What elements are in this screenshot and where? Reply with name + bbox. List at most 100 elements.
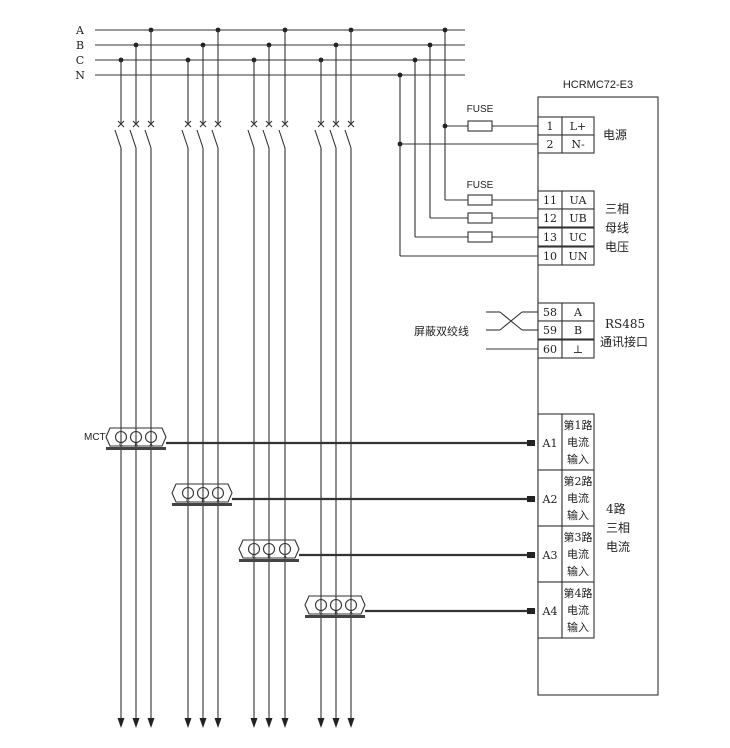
rs485-desc-2: 通讯接口 (600, 334, 648, 349)
ct-body (238, 539, 300, 559)
bus-label-b: B (76, 39, 84, 52)
terminal-num-12: 12 (543, 212, 557, 225)
rs485-wiring (486, 311, 538, 350)
ct-phase-letter: A (148, 442, 153, 448)
bus-lines (95, 29, 465, 76)
voltage-desc-1: 三相 (605, 202, 629, 216)
terminal-label-b: B (574, 324, 582, 337)
breaker-x (214, 120, 222, 128)
terminal-num-11: 11 (543, 194, 557, 207)
ct-phase-letter: C (319, 610, 323, 616)
channel-a1-desc-1: 第1路 (564, 418, 593, 432)
load-arrow (132, 718, 140, 728)
load-arrow (199, 718, 207, 728)
ct-phase-letter: B (334, 610, 338, 616)
load-arrow (265, 718, 273, 728)
ct-phase-letter: A (282, 554, 287, 560)
current-group-desc-1: 4路 (606, 501, 626, 516)
breaker-x (250, 120, 258, 128)
fuse-label-power: FUSE (467, 104, 494, 115)
breaker-blade (211, 129, 219, 149)
fuse-power (467, 120, 493, 132)
load-arrow (317, 718, 325, 728)
terminal-label-l: L+ (570, 120, 587, 133)
terminal-num-1: 1 (547, 120, 554, 133)
ct-connector (527, 608, 535, 614)
terminal-label-uc: UC (569, 231, 587, 244)
breaker-x (147, 120, 155, 128)
ct-phase-letter: A (348, 610, 353, 616)
device-model: HCRMC72-E3 (563, 79, 633, 91)
breaker-blade (181, 129, 189, 149)
power-desc: 电源 (603, 128, 627, 142)
channel-a1-id: A1 (542, 437, 558, 450)
load-arrow (250, 718, 258, 728)
channel-a4-desc-3: 输入 (567, 620, 589, 634)
voltage-desc-2: 母线 (605, 221, 629, 235)
channel-a2-id: A2 (542, 493, 558, 506)
breaker-x (332, 120, 340, 128)
breaker-blade (262, 129, 270, 149)
breaker-blade (314, 129, 322, 149)
ct-body (171, 483, 233, 503)
terminal-num-2: 2 (547, 138, 554, 151)
breaker-x (281, 120, 289, 128)
channel-a3-id: A3 (542, 549, 558, 562)
ct-phase-letter: B (201, 498, 205, 504)
terminal-label-n: N- (571, 138, 585, 151)
terminal-label-ub: UB (569, 212, 586, 225)
terminal-label-ua: UA (570, 194, 588, 207)
breaker-blade (114, 129, 122, 149)
breaker-blade (278, 129, 286, 149)
load-arrow (281, 718, 289, 728)
rs485-desc-1: RS485 (605, 317, 645, 331)
terminal-label-a: A (573, 306, 583, 319)
fuse-ub (467, 212, 493, 224)
breaker-x (199, 120, 207, 128)
channel-a3-desc-1: 第3路 (564, 530, 593, 544)
terminal-num-59: 59 (543, 324, 557, 337)
ct-base (305, 615, 365, 618)
breaker-x (265, 120, 273, 128)
fuse-ua (467, 194, 493, 206)
breaker-x (132, 120, 140, 128)
load-arrow (147, 718, 155, 728)
ct-phase-letter: B (134, 442, 138, 448)
breaker-blade (196, 129, 204, 149)
terminal-num-10: 10 (543, 250, 557, 263)
bus-label-c: C (76, 54, 84, 67)
ct-body (105, 427, 167, 447)
terminal-num-58: 58 (543, 306, 557, 319)
channel-a3-desc-3: 输入 (567, 564, 589, 578)
ct-phase-letter: B (267, 554, 271, 560)
ct-connector (527, 440, 535, 446)
channel-a2-desc-2: 电流 (567, 491, 589, 505)
ct-base (239, 559, 299, 562)
fuse-uc (467, 231, 493, 243)
breaker-blade (144, 129, 152, 149)
load-arrow (347, 718, 355, 728)
breaker-x (184, 120, 192, 128)
ct-phase-letter: A (215, 498, 220, 504)
load-arrow (332, 718, 340, 728)
load-arrow (184, 718, 192, 728)
ct-connector (527, 496, 535, 502)
breaker-x (317, 120, 325, 128)
channel-a3-desc-2: 电流 (567, 547, 589, 561)
ct-phase-letter: C (186, 498, 190, 504)
terminal-num-13: 13 (543, 231, 557, 244)
ct-body (304, 595, 366, 615)
current-terminal-blocks (537, 413, 595, 639)
channel-a2-desc-1: 第2路 (564, 474, 593, 488)
load-arrow (117, 718, 125, 728)
breaker-blade (247, 129, 255, 149)
load-arrow (214, 718, 222, 728)
bus-label-n: N (75, 69, 85, 82)
channel-a1-desc-2: 电流 (567, 435, 589, 449)
feeders (114, 27, 355, 728)
terminal-label-ground: ⊥ (573, 343, 583, 356)
channel-a4-desc-2: 电流 (567, 603, 589, 617)
current-group-desc-2: 三相 (606, 521, 630, 535)
terminal-num-60: 60 (543, 343, 557, 356)
